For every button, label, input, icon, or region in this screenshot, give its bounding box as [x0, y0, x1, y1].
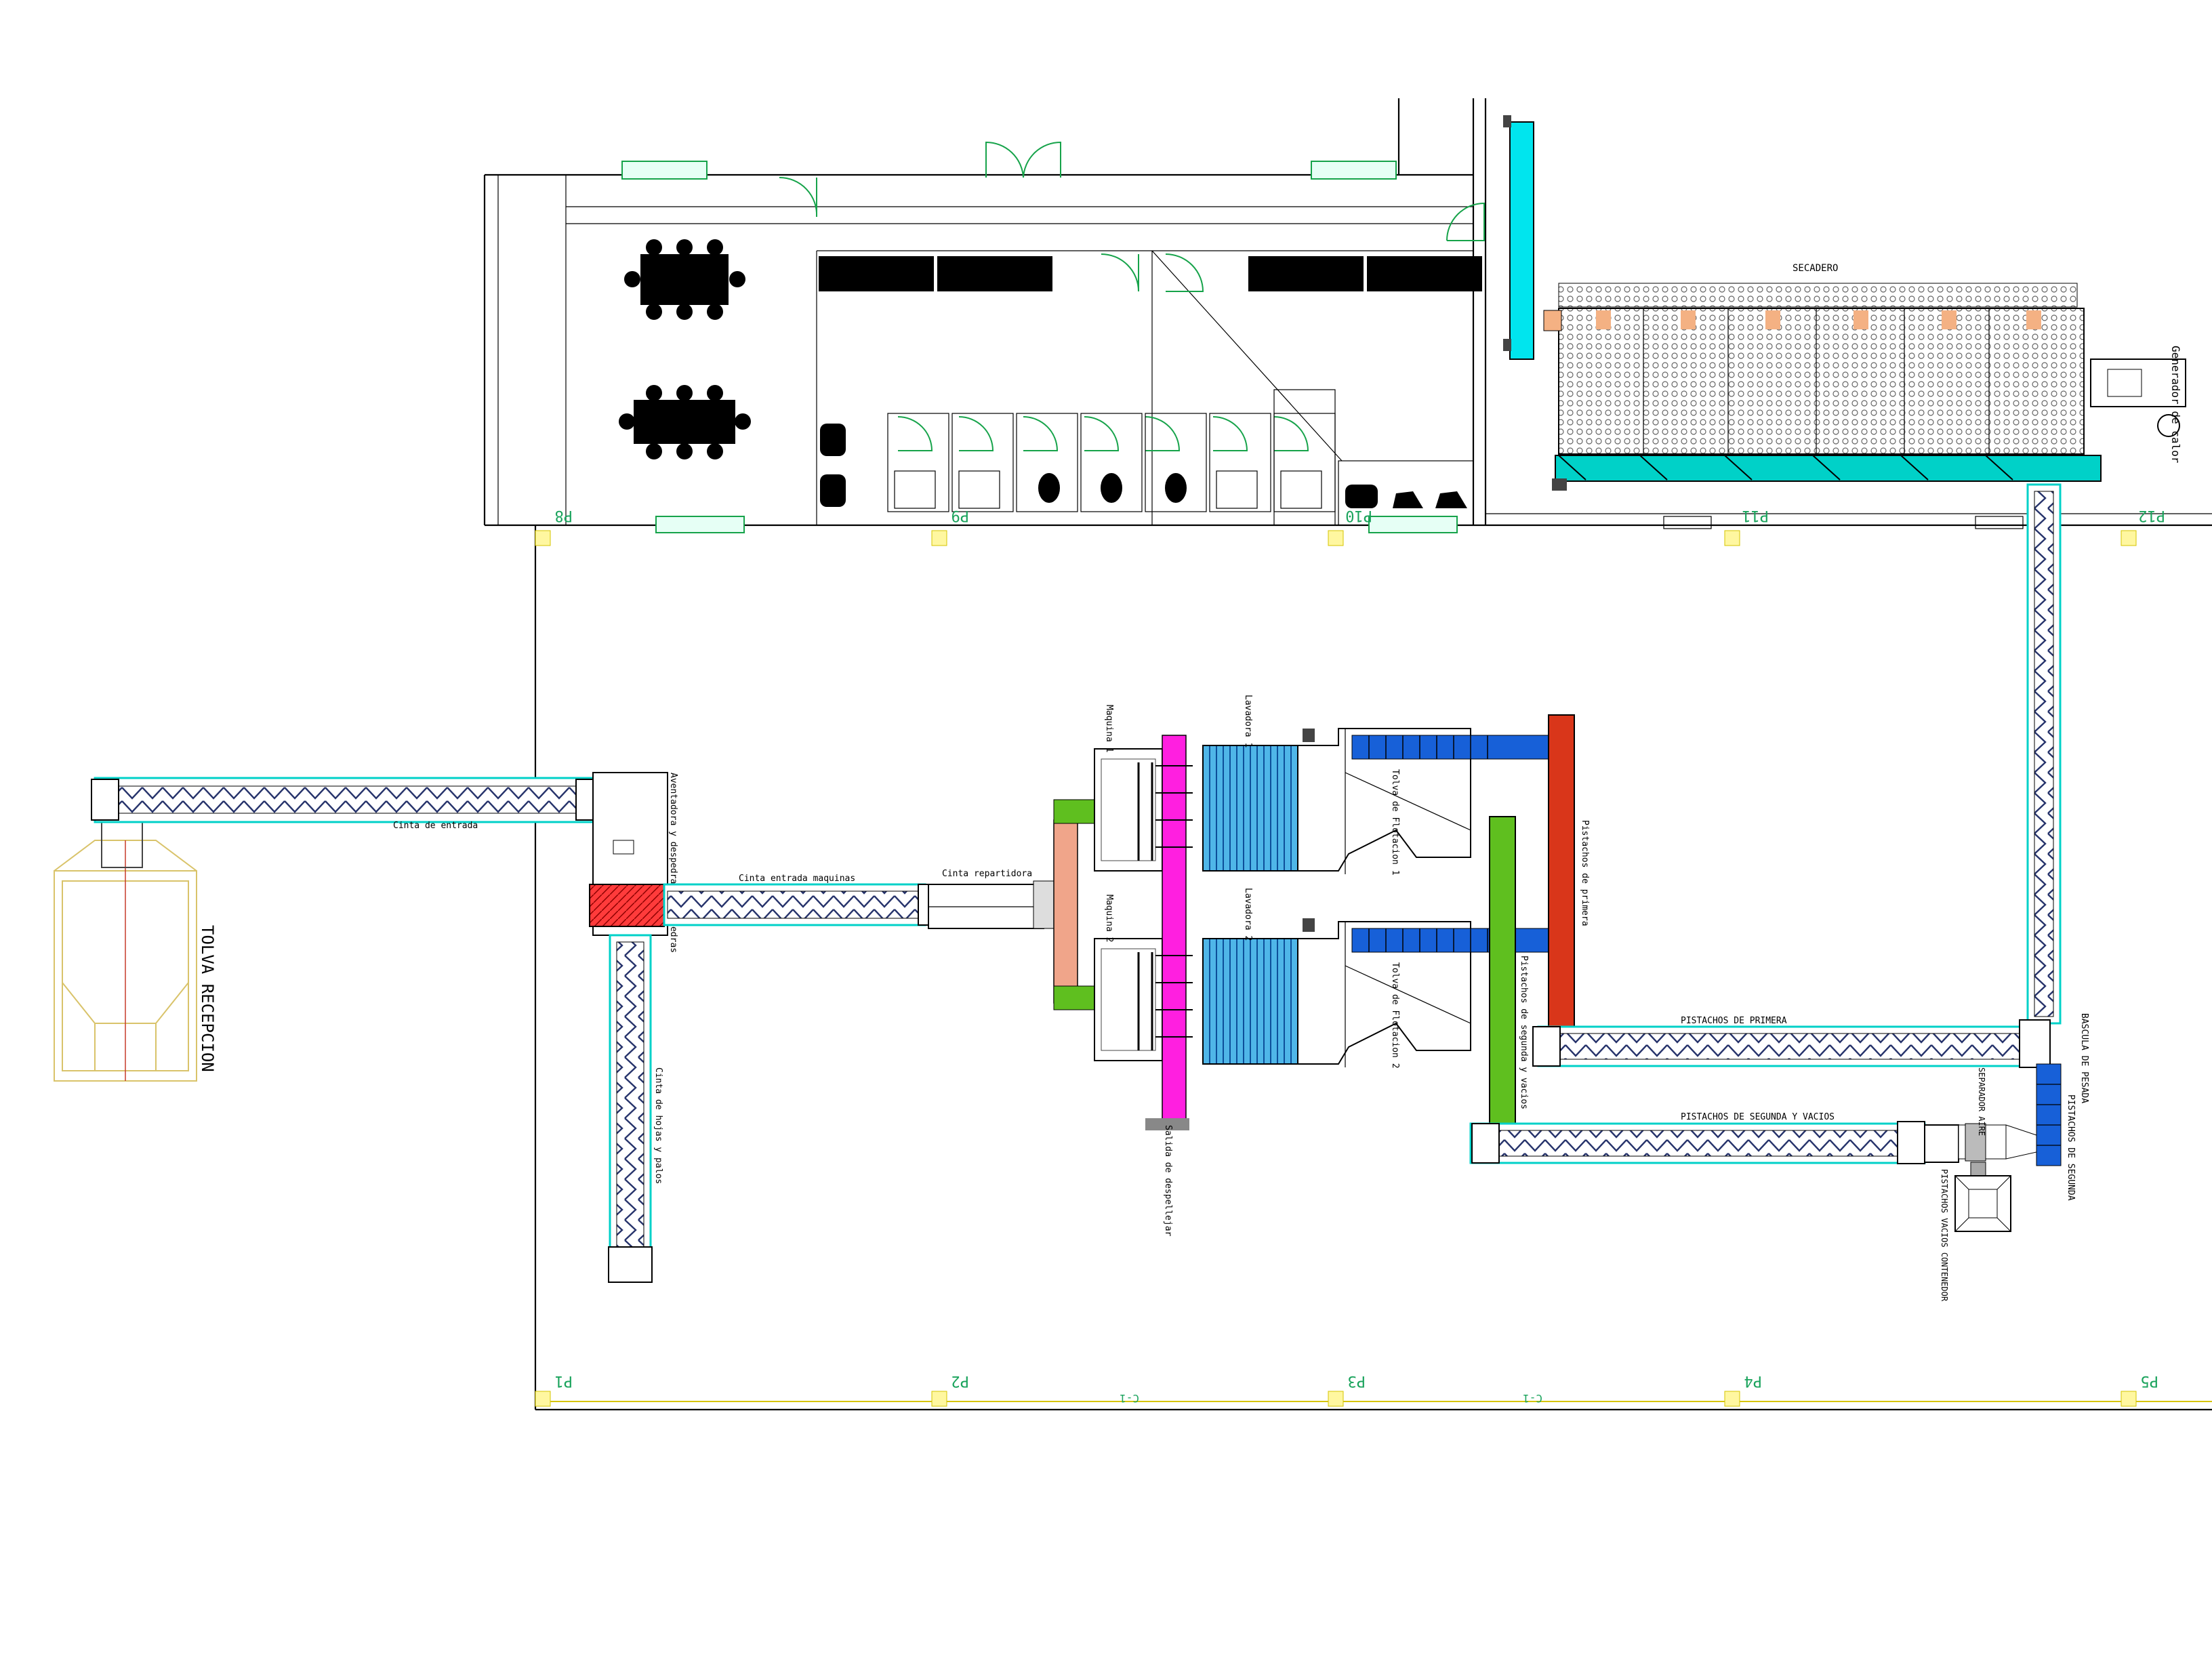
heat-generator-label: Generador de calor — [2169, 346, 2182, 464]
second-quality-elevator — [1489, 816, 1516, 1129]
washer-2-label: Lavadora 2 — [1243, 888, 1253, 941]
dryer-label: SECADERO — [1793, 263, 1838, 274]
air-separator — [1924, 1123, 2037, 1176]
machine-2-label: Maquina 2 — [1104, 895, 1114, 942]
dryer-secadero: SECADERO — [1503, 115, 2102, 491]
separator-label: SEPARADOR AIRE — [1977, 1067, 1986, 1136]
dining-table-1 — [624, 239, 745, 320]
washer-1 — [1202, 729, 1315, 872]
lockers — [819, 256, 1482, 291]
second-quality-conveyor-label: PISTACHOS DE SEGUNDA Y VACIOS — [1681, 1112, 1835, 1122]
grid-label-p3: P3 — [1348, 1372, 1366, 1389]
building-walls — [483, 98, 2212, 1411]
machine-1 — [1094, 748, 1163, 872]
grid-label-p2: P2 — [951, 1372, 970, 1389]
first-quality-conveyor — [1532, 1019, 2051, 1068]
machine-feed-conveyor — [663, 883, 939, 926]
leaves-conveyor-label: Cinta de hojas y palos — [653, 1067, 663, 1184]
container-label: PISTACHOS VACIOS CONTENEDOR — [1940, 1169, 1949, 1302]
leaves-conveyor — [608, 934, 653, 1283]
distributor-label: Cinta repartidora — [942, 869, 1032, 879]
windows — [621, 161, 2024, 533]
grid-label-p9: P9 — [951, 507, 970, 524]
hopper-label: TOLVA RECEPCION — [198, 925, 217, 1072]
first-quality-elevator — [1548, 714, 1575, 1031]
scale-label: BASCULA DE PESADA — [2079, 1013, 2089, 1103]
grid-markers — [535, 530, 2137, 1407]
washer-1-label: Lavadora 1 — [1243, 695, 1253, 747]
entry-conveyor-label: Cinta de entrada — [393, 821, 478, 831]
second-quality-elevator-label: Pistachos de segunda y vacios — [1519, 956, 1529, 1109]
dining-table-2 — [619, 385, 751, 459]
entry-conveyor — [91, 777, 611, 823]
doors — [779, 141, 1485, 451]
grid-labels: P8 P9 P10 P11 P12 P1 P2 P3 P4 P5 C-1 C-1 — [555, 507, 2166, 1405]
first-quality-conveyor-label: PISTACHOS DE PRIMERA — [1681, 1016, 1787, 1026]
grid-label-p4: P4 — [1744, 1372, 1763, 1389]
container — [1954, 1175, 2011, 1232]
grid-label-p12: P12 — [2138, 507, 2165, 524]
winnower-box — [589, 772, 668, 936]
skin-removal-conveyor — [1145, 735, 1193, 1130]
weighing-scale — [2036, 1063, 2062, 1166]
span-label-2: C-1 — [1523, 1392, 1542, 1405]
reception-hopper — [54, 813, 197, 1082]
grid-label-p1: P1 — [555, 1372, 573, 1389]
machine-2 — [1094, 938, 1163, 1061]
machine-1-label: Maquina 1 — [1104, 705, 1114, 752]
flotation-2-label: Tolva de Flotacion 2 — [1390, 962, 1400, 1069]
second-quality-conveyor — [1469, 1121, 1926, 1164]
right-vertical-conveyor — [2026, 483, 2062, 1025]
second-quality-right-label: PISTACHOS DE SEGUNDA — [2066, 1094, 2076, 1201]
skin-removal-label: Salida de despellejar — [1163, 1125, 1173, 1237]
washer-2 — [1202, 918, 1315, 1065]
distributor-conveyor — [928, 880, 1061, 929]
machine-feed-label: Cinta entrada maquinas — [739, 874, 855, 884]
heat-generator: Generador de calor — [2090, 346, 2186, 464]
grid-label-p8: P8 — [555, 507, 573, 524]
flotation-tank-1 — [1297, 728, 1556, 874]
flotation-1-label: Tolva de Flotacion 1 — [1390, 769, 1400, 876]
span-label-1: C-1 — [1120, 1392, 1139, 1405]
sanitary-cabins — [820, 413, 1467, 512]
grid-label-p5: P5 — [2141, 1372, 2159, 1389]
first-quality-elevator-label: Pistachos de primera — [1580, 820, 1590, 926]
grid-label-p11: P11 — [1742, 507, 1769, 524]
flotation-tank-2 — [1297, 921, 1556, 1067]
grid-label-p10: P10 — [1345, 507, 1372, 524]
